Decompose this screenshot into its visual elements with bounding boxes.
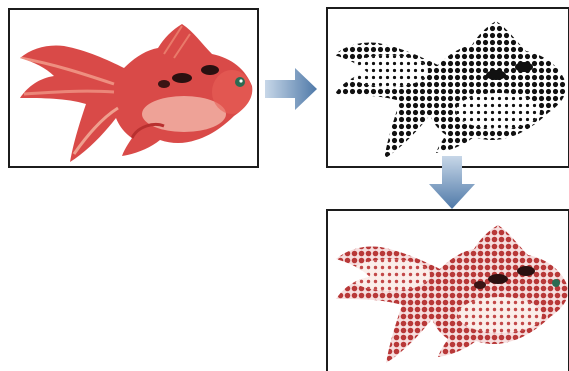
goldfish-halftone-icon — [328, 9, 568, 166]
arrow-down-icon — [429, 156, 475, 209]
original-image-panel — [8, 8, 259, 168]
color-halftone-image-panel — [326, 209, 569, 371]
arrow-right-icon — [265, 68, 317, 110]
goldfish-color-halftone-icon — [328, 211, 568, 371]
goldfish-photo-icon — [10, 10, 257, 166]
halftone-image-panel — [326, 7, 569, 168]
